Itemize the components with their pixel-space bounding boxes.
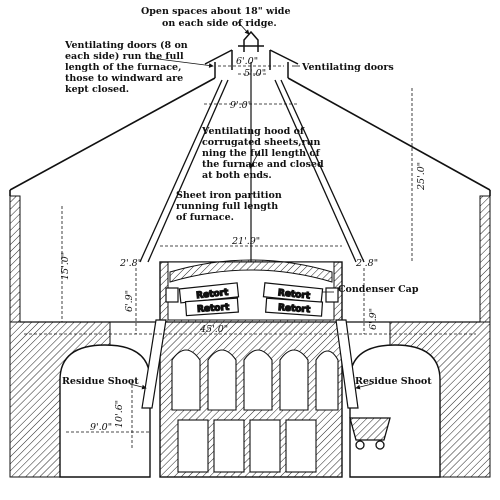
left-arch xyxy=(59,344,151,478)
label-vent-doors-left-line2: each side) run the full xyxy=(65,51,184,62)
retort-upper-right-label: Retort xyxy=(277,288,311,301)
roof xyxy=(9,77,491,196)
label-open-spaces-line1: Open spaces about 18" wide xyxy=(141,6,291,17)
dim-10-6: 10'.6" xyxy=(114,400,125,428)
dim-6-9-right: 6'.9" xyxy=(368,308,379,330)
retort-lower-right-label: Retort xyxy=(278,303,312,315)
right-arch xyxy=(349,344,441,478)
label-residue-shoot-right: Residue Shoot xyxy=(355,376,432,387)
dim-5-0: 5'.0" xyxy=(244,68,266,79)
dim-2-8-left: 2'.8" xyxy=(119,258,142,269)
residue-car xyxy=(349,417,391,450)
dimension-lines xyxy=(24,65,476,448)
label-vent-doors-left-line1: Ventilating doors (8 on xyxy=(64,40,188,51)
dim-6-9-left: 6'.9" xyxy=(124,290,135,312)
flue-arches xyxy=(171,349,339,473)
retort-lower-right xyxy=(265,297,324,317)
dim-2-8-right: 2'.8" xyxy=(355,258,378,269)
dim-15-0: 15'.0" xyxy=(60,252,71,280)
dim-9-0-bottom: 9'.0" xyxy=(90,422,112,433)
retort-lower-left xyxy=(184,297,239,317)
dim-25-0: 25'.0" xyxy=(416,162,427,191)
dim-6-0: 6'.0" xyxy=(236,56,258,67)
label-open-spaces-line2: on each side of ridge. xyxy=(162,18,277,29)
label-hood-line2: corrugated sheets,run xyxy=(202,137,321,148)
label-partition-line3: of furnace. xyxy=(176,212,234,223)
roof-lantern xyxy=(204,30,299,78)
label-vent-doors-left-line4: those to windward are xyxy=(65,73,183,84)
label-hood-line1: Ventilating hood of xyxy=(201,126,305,137)
dim-9-0-top: 9'.0" xyxy=(230,100,252,111)
condenser-left xyxy=(165,287,179,303)
retort-lower-left-label: Retort xyxy=(197,303,231,315)
label-residue-shoot-left: Residue Shoot xyxy=(62,376,139,387)
dim-45-0: 45'.0" xyxy=(199,324,228,335)
label-partition-line1: Sheet iron partition xyxy=(176,190,282,201)
label-hood-line5: at both ends. xyxy=(202,170,272,181)
retort-upper-left-label: Retort xyxy=(196,288,230,301)
leader-lines xyxy=(129,21,373,390)
retorts: Retort Retort Retort Retort xyxy=(165,282,339,317)
label-vent-doors-left-line3: length of the furnace, xyxy=(65,62,181,73)
residue-shoots xyxy=(141,319,359,409)
label-hood-line3: ning the full length of xyxy=(202,148,321,159)
label-condenser-cap: Condenser Cap xyxy=(338,284,419,295)
label-hood-line4: the furnace and closed xyxy=(202,159,324,170)
condenser-right xyxy=(325,287,339,303)
label-partition-line2: running full length xyxy=(176,201,278,212)
dim-21-9: 21'.9" xyxy=(231,236,260,247)
ventilating-hood xyxy=(139,79,365,263)
label-vent-doors-right: Ventilating doors xyxy=(301,62,394,73)
label-vent-doors-left-line5: kept closed. xyxy=(65,84,129,95)
